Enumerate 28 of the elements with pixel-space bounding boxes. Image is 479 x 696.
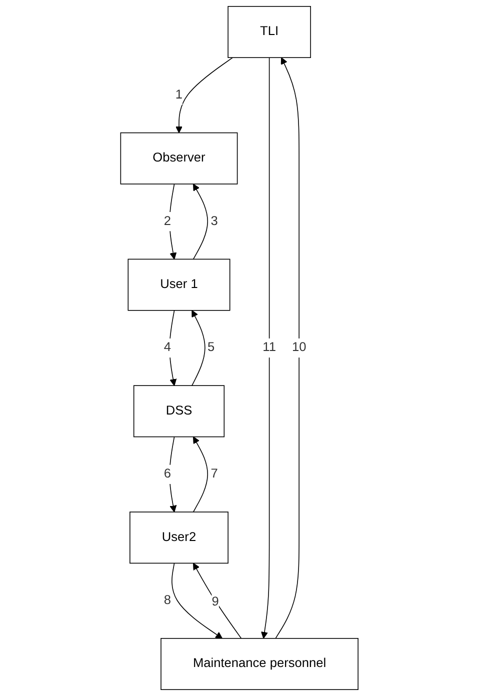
edge-label: 3	[210, 214, 218, 228]
arrow	[193, 562, 242, 639]
node-box: User 1	[128, 258, 230, 311]
arrow	[275, 57, 300, 639]
arrow	[261, 57, 270, 639]
node-box: Observer	[120, 132, 238, 184]
edge-label: 5	[208, 340, 215, 354]
arrow	[176, 57, 234, 134]
arrow	[193, 436, 208, 512]
arrow	[172, 562, 223, 639]
edge-label: 11	[262, 340, 276, 354]
node-box: User2	[130, 512, 229, 564]
arrow	[193, 184, 208, 260]
node-box: TLI	[228, 6, 312, 58]
arrow	[169, 184, 177, 260]
arrow	[169, 310, 177, 386]
edge-label: 4	[164, 340, 172, 354]
edge-label: 7	[210, 467, 218, 481]
edge-label: 2	[164, 214, 172, 228]
arrow	[169, 436, 177, 512]
arrow	[192, 310, 206, 386]
node-box: Maintenance personnel	[160, 638, 359, 690]
edge-label: 8	[164, 594, 172, 608]
edge-label: 9	[212, 594, 219, 608]
edge-label: 1	[176, 88, 183, 102]
edge-label: 6	[164, 467, 172, 481]
node-box: DSS	[134, 385, 225, 438]
edge-label: 10	[292, 340, 306, 354]
